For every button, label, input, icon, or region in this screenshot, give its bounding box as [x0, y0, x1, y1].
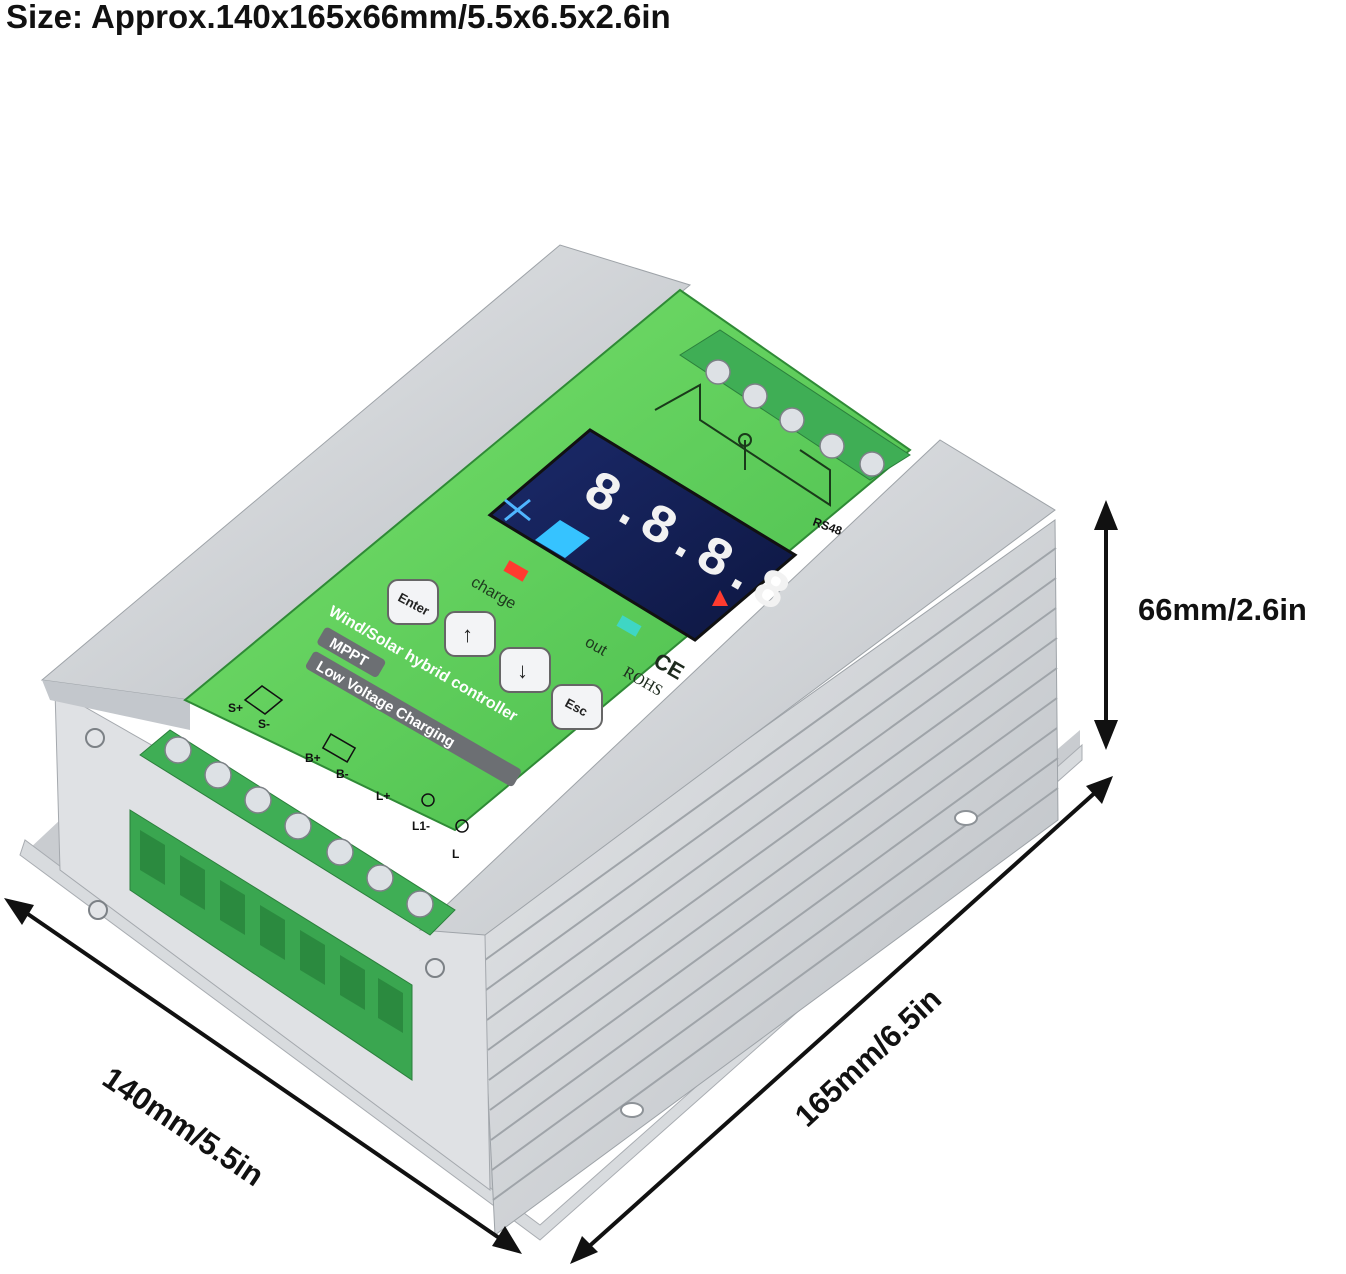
top-terminal-screws — [705, 359, 885, 477]
lcd-screen — [487, 428, 798, 642]
left-rail-front — [42, 680, 190, 730]
height-dimension-label: 66mm/2.6in — [1138, 592, 1307, 627]
battery-icon — [321, 733, 357, 763]
wind-turbine-diagram — [654, 383, 831, 507]
terminal-load1-neg: L1- — [412, 819, 430, 833]
terminal-solar-pos: S+ — [228, 701, 243, 715]
terminal-rs485: RS48 — [811, 515, 844, 539]
lcd-solar-panel-icon — [535, 520, 590, 558]
heatsink-fins — [484, 547, 1059, 1201]
size-caption: Size: Approx.140x165x66mm/5.5x6.5x2.6in — [6, 0, 671, 35]
right-rail — [418, 439, 1056, 936]
enter-button[interactable]: Enter — [387, 579, 439, 625]
left-rail — [40, 244, 692, 701]
terminal-load-pos: L+ — [376, 789, 390, 803]
top-terminal-block — [679, 329, 911, 481]
height-arrow — [1094, 500, 1118, 750]
bottom-terminal-screws — [164, 736, 434, 918]
charge-led — [503, 560, 529, 582]
out-led — [616, 615, 642, 637]
solar-panel-icon — [243, 685, 284, 715]
up-button[interactable]: ↑ — [444, 611, 496, 657]
depth-arrow — [570, 776, 1113, 1264]
brand-line-3-bg — [305, 651, 521, 787]
mounting-holes — [620, 810, 978, 1118]
svg-text:↑: ↑ — [462, 622, 473, 647]
lamp-icon — [421, 793, 469, 833]
terminal-battery-neg: B- — [336, 767, 349, 781]
lcd-fan-icon — [504, 498, 531, 522]
esc-button[interactable]: Esc — [551, 684, 603, 730]
terminal-slots — [140, 830, 403, 1033]
width-arrow — [4, 898, 522, 1254]
terminal-load2-neg: L — [452, 847, 459, 861]
terminal-solar-neg: S- — [258, 717, 270, 731]
front-screws — [85, 728, 445, 978]
down-button[interactable]: ↓ — [499, 647, 551, 693]
lcd-warning-icon — [712, 590, 728, 606]
svg-text:↓: ↓ — [517, 658, 528, 683]
terminal-battery-pos: B+ — [305, 751, 321, 765]
brand-line-2-bg — [317, 627, 386, 677]
base-plate-front — [19, 743, 1083, 1241]
